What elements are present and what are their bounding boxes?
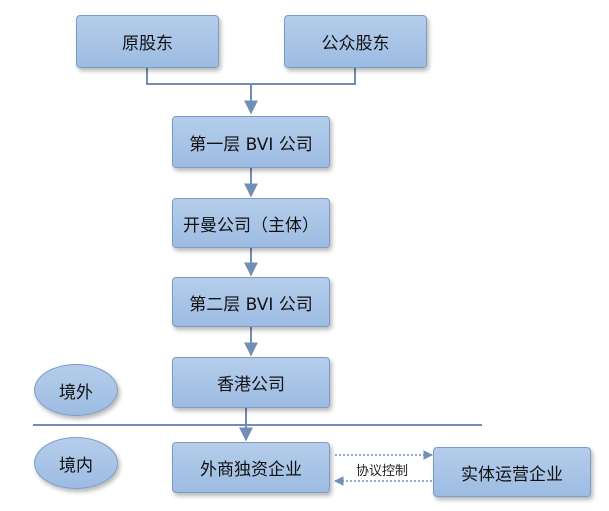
- original-shareholders-label: 原股东: [122, 34, 173, 54]
- operating-entity-label: 实体运营企业: [461, 464, 563, 485]
- offshore-region-label: 境外: [59, 382, 93, 403]
- operating-entity-box: 实体运营企业: [433, 447, 591, 497]
- agreement-control-label: 协议控制: [356, 464, 409, 479]
- bvi-layer2-label: 第二层 BVI 公司: [189, 294, 313, 315]
- kaiman-main-label: 开曼公司（主体）: [183, 215, 319, 236]
- onshore-region-oval: 境内: [34, 437, 118, 489]
- original-shareholders-box: 原股东: [76, 15, 219, 68]
- hk-company-box: 香港公司: [172, 357, 330, 408]
- bvi-layer1-label: 第一层 BVI 公司: [189, 134, 313, 155]
- hk-company-label: 香港公司: [217, 375, 285, 395]
- wfoe-label: 外商独资企业: [200, 460, 302, 480]
- onshore-region-label: 境内: [59, 455, 93, 476]
- wfoe-box: 外商独资企业: [172, 442, 330, 493]
- public-shareholders-box: 公众股东: [284, 15, 427, 68]
- bvi-layer1-box: 第一层 BVI 公司: [172, 116, 330, 168]
- bvi-layer2-box: 第二层 BVI 公司: [172, 277, 330, 327]
- kaiman-main-box: 开曼公司（主体）: [172, 198, 330, 248]
- public-shareholders-label: 公众股东: [321, 34, 390, 54]
- connector-original-shareholders: [146, 68, 356, 85]
- offshore-region-oval: 境外: [34, 364, 118, 416]
